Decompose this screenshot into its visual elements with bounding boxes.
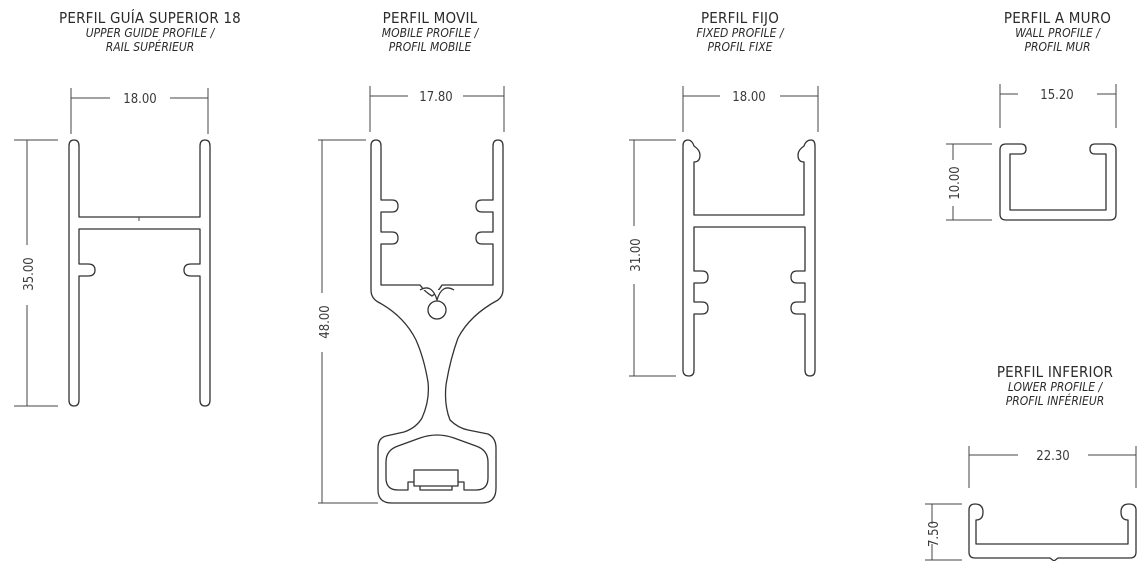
fixed-outline: [682, 139, 816, 377]
wall-height-label: 10.00: [948, 166, 963, 199]
lower-width-label: 22.30: [1036, 449, 1069, 464]
mobile-name: PERFIL MOVIL: [382, 9, 478, 27]
lower-outline: [968, 503, 1137, 561]
upper-guide-sub-fr: RAIL SUPÉRIEUR: [105, 40, 195, 54]
fixed-sub-fr: PROFIL FIXE: [707, 40, 773, 54]
wall-width-label: 15.20: [1040, 88, 1073, 103]
fixed-sub-en: FIXED PROFILE /: [696, 26, 784, 40]
mobile-sub-en: MOBILE PROFILE /: [381, 26, 479, 40]
fixed-profile: 18.00 31.00: [629, 86, 819, 377]
mobile-width-label: 17.80: [419, 90, 452, 105]
mobile-center-knob: [427, 300, 447, 320]
wall-profile: 15.20 10.00: [946, 84, 1117, 221]
fixed-name: PERFIL FIJO: [700, 9, 780, 27]
upper-guide-title: PERFIL GUÍA SUPERIOR 18 UPPER GUIDE PROF…: [30, 10, 270, 54]
upper-guide-profile: 18.00 35.00: [14, 88, 211, 407]
mobile-outline: [370, 139, 504, 504]
wall-outline: [999, 143, 1117, 221]
mobile-inner-chamber: [385, 434, 489, 491]
lower-title: PERFIL INFERIOR LOWER PROFILE / PROFIL I…: [980, 364, 1130, 408]
fixed-width-label: 18.00: [732, 90, 765, 105]
fixed-title: PERFIL FIJO FIXED PROFILE / PROFIL FIXE: [665, 10, 815, 54]
fixed-height-label: 31.00: [629, 238, 644, 271]
upper-guide-sub-en: UPPER GUIDE PROFILE /: [85, 26, 215, 40]
mobile-height-label: 48.00: [318, 305, 333, 338]
wall-sub-en: WALL PROFILE /: [1015, 26, 1100, 40]
lower-sub-en: LOWER PROFILE /: [1007, 380, 1103, 394]
mobile-center-bridge: [419, 287, 455, 301]
lower-name: PERFIL INFERIOR: [996, 363, 1114, 381]
upper-guide-name: PERFIL GUÍA SUPERIOR 18: [59, 9, 241, 27]
upper-guide-height-label: 35.00: [22, 257, 37, 290]
mobile-title: PERFIL MOVIL MOBILE PROFILE / PROFIL MOB…: [340, 10, 520, 54]
upper-guide-outline: [68, 139, 211, 407]
mobile-sub-fr: PROFIL MOBILE: [388, 40, 472, 54]
lower-height-label: 7.50: [927, 521, 942, 547]
mobile-bottom-slot: [413, 469, 459, 487]
lower-sub-fr: PROFIL INFÉRIEUR: [1005, 394, 1105, 408]
lower-profile: 22.30 7.50: [925, 446, 1137, 561]
mobile-profile: 17.80 48.00: [318, 86, 505, 504]
wall-name: PERFIL A MURO: [1003, 9, 1112, 27]
wall-sub-fr: PROFIL MUR: [1024, 40, 1091, 54]
upper-guide-width-label: 18.00: [123, 92, 156, 107]
wall-title: PERFIL A MURO WALL PROFILE / PROFIL MUR: [985, 10, 1130, 54]
